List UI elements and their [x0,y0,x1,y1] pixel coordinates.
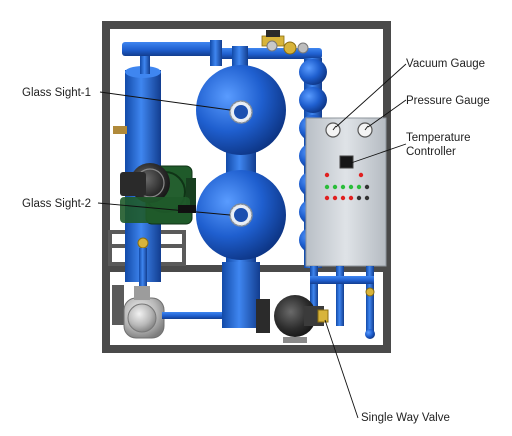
bottom-left-pump [112,285,222,339]
left-column-neck [140,56,150,74]
leader-lines [97,63,407,419]
indicator-lights [324,172,370,201]
frame-bottom [102,345,391,353]
frame-right [383,21,391,353]
left-small-valve [137,237,149,249]
left-drop-pipe [139,248,147,288]
label-glass-sight-1: Glass Sight-1 [22,87,91,99]
label-vacuum-gauge: Vacuum Gauge [406,58,485,70]
glass-sight-1 [229,100,253,124]
label-pressure-gauge: Pressure Gauge [406,95,490,107]
left-side-fitting [113,126,127,134]
label-glass-sight-2: Glass Sight-2 [22,198,91,210]
upper-sphere-neck [232,46,248,70]
label-temperature-line2: Controller [406,146,456,158]
frame-top [102,21,391,29]
single-way-valve [317,309,329,323]
frame-left [102,21,110,353]
central-base-column [222,262,260,328]
cabinet-bottom-pipes [310,266,375,339]
top-pipe-left [122,42,222,56]
vacuum-pump-motor [120,163,196,225]
glass-sight-2 [229,203,253,227]
top-pipe-elbow [210,40,222,66]
label-single-way-valve: Single Way Valve [361,412,450,424]
label-temperature-line1: Temperature [406,132,471,144]
control-cabinet [305,117,387,267]
top-valve [261,30,309,55]
temperature-controller [339,155,354,169]
